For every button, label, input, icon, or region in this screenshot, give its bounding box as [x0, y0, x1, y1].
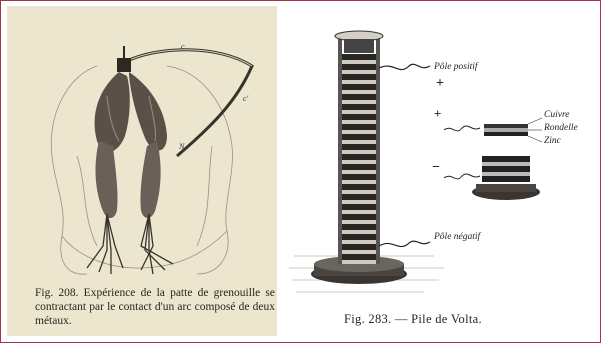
mark-n: N	[179, 142, 184, 151]
pile-disc-separator	[342, 130, 376, 134]
mark-c: c	[181, 42, 185, 51]
pile-disc	[342, 244, 376, 250]
pile-disc-separator	[342, 110, 376, 114]
pile-disc-separator	[342, 240, 376, 244]
pile-disc-separator	[342, 90, 376, 94]
pile-disc-separator	[342, 260, 376, 264]
pile-disc	[342, 204, 376, 210]
pile-disc-separator	[342, 160, 376, 164]
pile-disc-separator	[342, 220, 376, 224]
pile-disc-separator	[342, 80, 376, 84]
plus-sign-top: +	[436, 76, 444, 92]
pile-disc	[342, 74, 376, 80]
minus-sign: −	[432, 160, 440, 176]
pile-disc	[342, 54, 376, 60]
pile-disc-separator	[342, 60, 376, 64]
pile-disc-separator	[342, 200, 376, 204]
pile-disc-separator	[342, 120, 376, 124]
pile-disc	[342, 234, 376, 240]
mark-c-prime: c'	[243, 94, 248, 103]
plus-sign-element: +	[434, 106, 441, 122]
pile-disc-separator	[342, 190, 376, 194]
pile-disc	[342, 124, 376, 130]
label-rondelle: Rondelle	[544, 123, 578, 133]
pile-disc	[342, 254, 376, 260]
label-pole-positif: Pôle positif	[434, 62, 478, 72]
pile-disc-separator	[342, 150, 376, 154]
pile-disc	[342, 144, 376, 150]
label-zinc: Zinc	[544, 136, 561, 146]
pile-disc	[342, 164, 376, 170]
pile-disc	[342, 114, 376, 120]
pile-disc	[342, 174, 376, 180]
pile-disc-separator	[342, 70, 376, 74]
right-caption: Fig. 283. — Pile de Volta.	[344, 312, 482, 327]
pile-disc	[342, 224, 376, 230]
pile-disc	[342, 154, 376, 160]
label-cuivre: Cuivre	[544, 110, 570, 120]
volta-pile-figure: Pôle positif + + Cuivre Rondelle Zinc − …	[284, 6, 595, 336]
left-caption: Fig. 208. Expérience de la patte de gren…	[35, 286, 275, 328]
pile-disc	[342, 104, 376, 110]
pile-disc	[342, 134, 376, 140]
pile-disc-separator	[342, 180, 376, 184]
pile-disc-separator	[342, 230, 376, 234]
pile-disc-separator	[342, 250, 376, 254]
pile-disc-separator	[342, 140, 376, 144]
disc-stack	[342, 54, 376, 264]
pile-disc-separator	[342, 210, 376, 214]
label-pole-negatif: Pôle négatif	[434, 232, 480, 242]
pile-disc	[342, 184, 376, 190]
pile-disc-separator	[342, 100, 376, 104]
pile-disc-separator	[342, 170, 376, 174]
pile-disc	[342, 194, 376, 200]
pile-disc	[342, 94, 376, 100]
pile-disc	[342, 64, 376, 70]
pile-disc	[342, 84, 376, 90]
frog-leg-figure: c c' N Fig. 208. Expérience de la patte …	[7, 6, 277, 336]
pile-disc	[342, 214, 376, 220]
